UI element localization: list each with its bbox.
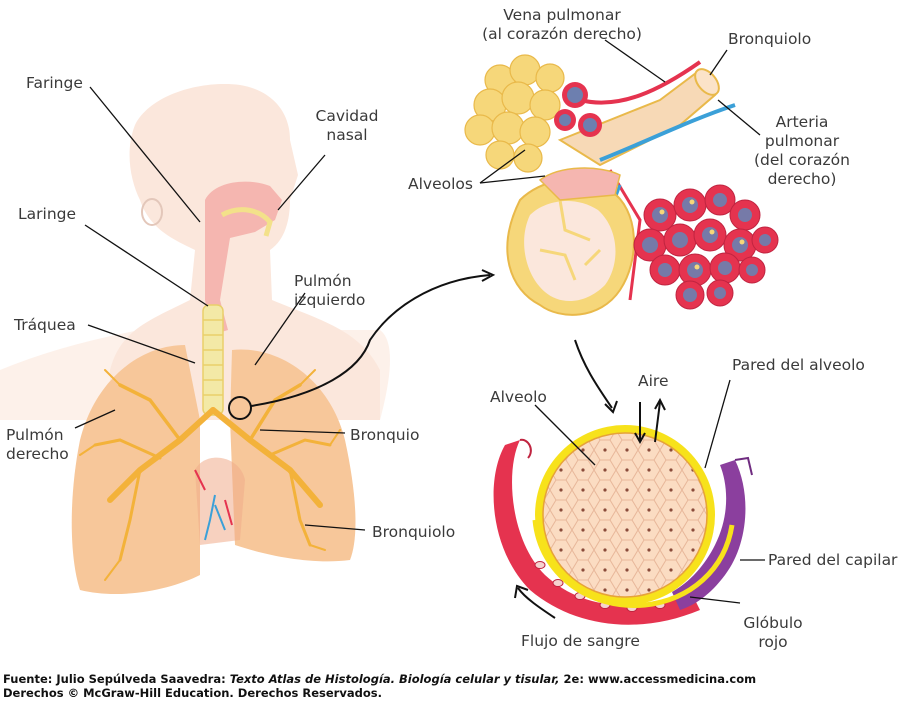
label-pulmon-izquierdo: Pulmón izquierdo — [294, 272, 365, 310]
capillary-oxygenated — [493, 440, 700, 625]
label-aire: Aire — [638, 372, 669, 390]
lungs — [71, 345, 356, 595]
label-cavidad-nasal-line1: Cavidad — [315, 107, 379, 125]
label-vena-pulmonar-line2: (al corazón derecho) — [482, 25, 642, 43]
alveolus-cross-section — [493, 397, 753, 625]
label-faringe: Faringe — [26, 74, 83, 92]
right-lung — [71, 345, 200, 595]
caption-source-suffix: 2e: www.accessmedicina.com — [559, 672, 757, 686]
label-traquea: Tráquea — [14, 316, 76, 334]
air-arrows — [634, 397, 666, 445]
label-pulmon-derecho-line1: Pulmón — [6, 426, 64, 444]
label-pulmon-izquierdo-line2: izquierdo — [294, 291, 366, 309]
label-arteria-line1: Arteria — [775, 113, 829, 131]
zoom-circle — [228, 396, 252, 420]
label-vena-pulmonar-line1: Vena pulmonar — [503, 6, 621, 24]
label-cavidad-nasal-line2: nasal — [326, 126, 368, 144]
label-bronquio: Bronquio — [350, 426, 420, 444]
label-bronquiolo-lung: Bronquiolo — [372, 523, 456, 541]
label-globulo-line1: Glóbulo — [743, 614, 803, 632]
capillary-alveoli — [633, 184, 779, 310]
label-arteria-line4: derecho) — [767, 170, 837, 188]
left-lung — [230, 349, 356, 562]
airway — [202, 181, 282, 416]
ear-icon — [141, 198, 163, 226]
leader-lines — [74, 39, 765, 604]
label-pulmon-izquierdo-line1: Pulmón — [294, 272, 352, 290]
flow-arrow — [517, 587, 556, 619]
label-cavidad-nasal: Cavidad nasal — [312, 107, 382, 145]
label-pared-capilar: Pared del capilar — [768, 551, 898, 569]
caption-source: Fuente: Julio Sepúlveda Saavedra: Texto … — [3, 672, 756, 686]
label-bronquiolo-top: Bronquiolo — [728, 30, 812, 48]
label-flujo-sangre: Flujo de sangre — [521, 632, 640, 650]
caption-book-title: Texto Atlas de Histología. Biología celu… — [229, 672, 560, 686]
connector-arrows — [250, 269, 618, 414]
label-vena-pulmonar: Vena pulmonar (al corazón derecho) — [467, 6, 657, 44]
bronchial-tree — [79, 369, 341, 581]
label-arteria-line2: pulmonar — [764, 132, 840, 150]
label-alveolos: Alveolos — [408, 175, 473, 193]
label-alveolo: Alveolo — [490, 388, 547, 406]
label-arteria-pulmonar: Arteria pulmonar (del corazón derecho) — [752, 113, 852, 189]
label-pared-alveolo: Pared del alveolo — [732, 356, 865, 374]
label-globulo-rojo: Glóbulo rojo — [728, 614, 818, 652]
label-laringe: Laringe — [18, 205, 77, 223]
alveolus-lumen — [542, 432, 708, 598]
caption-source-prefix: Fuente: Julio Sepúlveda Saavedra: — [3, 672, 230, 686]
label-pulmon-derecho: Pulmón derecho — [6, 426, 69, 464]
label-arteria-line3: (del corazón — [754, 151, 850, 169]
capillary-deoxygenated — [672, 460, 746, 610]
alveolar-cluster — [464, 54, 779, 316]
label-globulo-line2: rojo — [758, 633, 788, 651]
caption-rights: Derechos © McGraw-Hill Education. Derech… — [3, 686, 382, 700]
label-pulmon-derecho-line2: derecho — [6, 445, 69, 463]
trachea — [202, 304, 224, 416]
